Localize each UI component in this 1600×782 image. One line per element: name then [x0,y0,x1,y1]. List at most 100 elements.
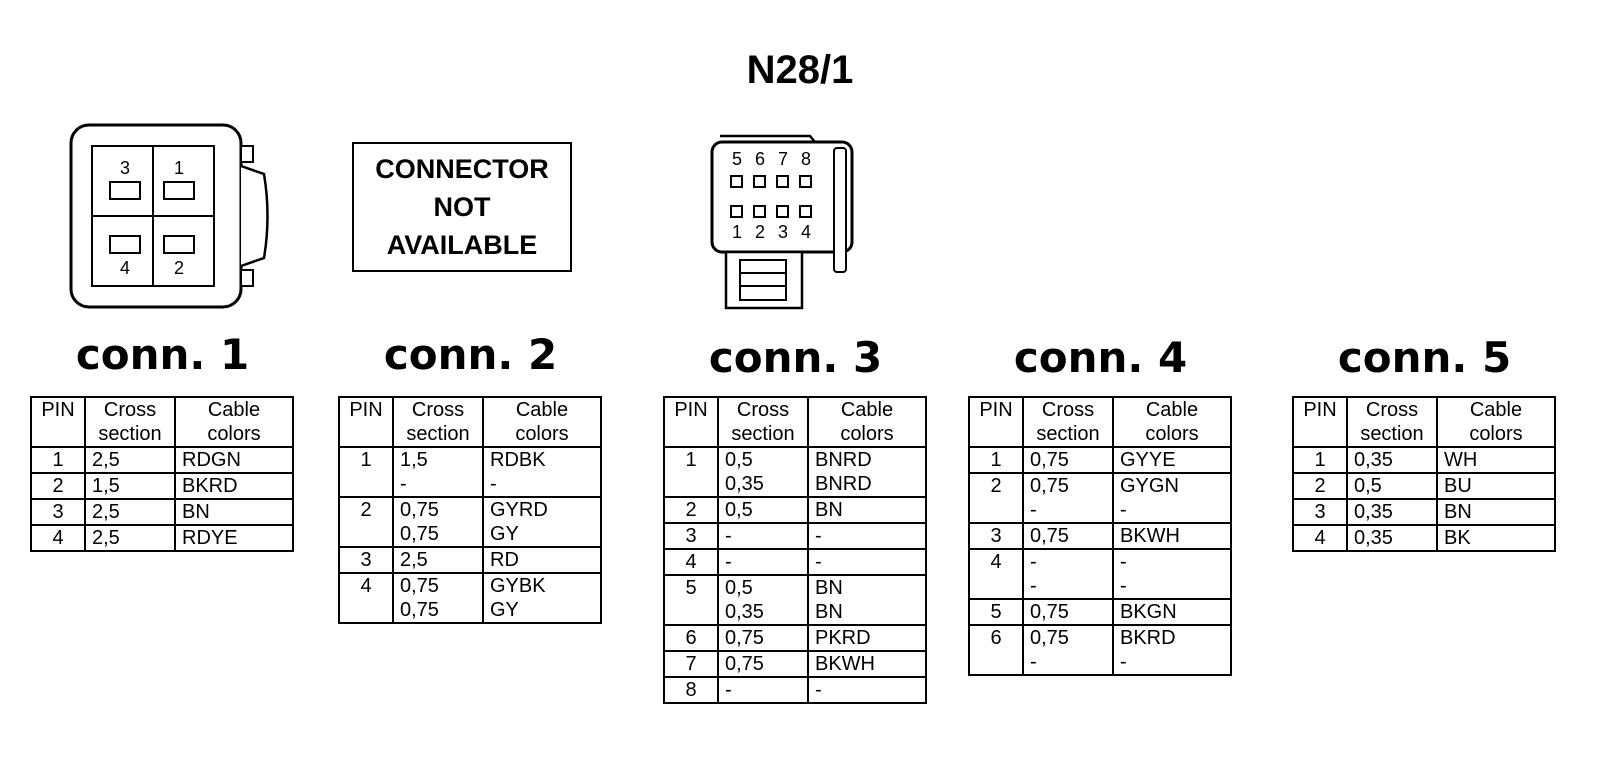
pin-number-cell: 6 [968,625,1024,676]
conn3-pin-label: 3 [778,222,788,242]
header-pin: PIN [663,396,719,448]
connector-heading: conn. 5 [1337,333,1512,382]
cable-color-value: RDYE [182,527,238,549]
header-colors-line: Cable [515,399,569,421]
cable-color-cell: - [807,549,927,576]
cable-color-cell: GYGN- [1112,473,1232,524]
cable-color-value: - [1120,551,1127,573]
pin-number-cell: 3 [663,523,719,550]
table-row: 2 0,75 -GYGN- [968,473,1232,524]
cable-color-value: BK [1444,527,1471,549]
cable-color-value: BU [1444,475,1472,497]
cross-section-cell: 2,5 [84,499,176,526]
cable-color-cell: BK [1436,525,1556,552]
table-row: 4 2,5 RDYE [30,525,294,552]
cable-color-value: GYYE [1120,449,1176,471]
cross-section-value: 0,75 [400,599,439,621]
header-cross-line: Cross [1041,399,1095,421]
cable-color-value: BKWH [1120,525,1180,547]
cable-color-cell: PKRD [807,625,927,652]
header-colors-line: colors [1469,423,1523,445]
cable-color-value: - [1120,575,1127,597]
cable-color-value: GYBK [490,575,546,597]
conn3-pin-label: 8 [801,149,811,169]
cable-color-value: - [815,525,822,547]
pin-number-cell: 2 [663,497,719,524]
header-cross-line: section [731,423,795,445]
cable-color-value: - [1120,651,1127,673]
cross-section-value: 2,5 [92,449,120,471]
cable-color-value: BNRD [815,449,872,471]
conn1-pin-label: 4 [120,258,130,278]
cable-color-value: BNRD [815,473,872,495]
cable-color-value: RDGN [182,449,241,471]
cross-section-cell: - [717,677,809,704]
pin-number: 2 [990,475,1002,497]
cross-section-value: 0,35 [1354,527,1393,549]
pin-number-cell: 3 [338,547,394,574]
cable-color-value: - [1120,499,1127,521]
pin-number: 4 [52,527,64,549]
cross-section-value: 0,75 [1030,475,1069,497]
cross-section-value: - [725,551,732,573]
cross-section-value: 0,75 [1030,525,1069,547]
cable-color-cell: - [807,677,927,704]
cable-color-cell: -- [1112,549,1232,600]
cable-color-cell: BN [174,499,294,526]
cross-section-value: - [1030,575,1037,597]
cross-section-value: 0,75 [725,627,764,649]
na-line: NOT [433,192,491,222]
diagram-title: N28/1 [746,48,854,92]
cable-color-value: GY [490,523,519,545]
pin-number-cell: 5 [968,599,1024,626]
pin-number: 5 [685,577,697,599]
pin-number-cell: 2 [968,473,1024,524]
cable-color-value: BN [182,501,210,523]
pin-number: 3 [360,549,372,571]
cable-color-value: RDBK [490,449,546,471]
pin-number-cell: 1 [663,447,719,498]
header-colors-line: colors [1145,423,1199,445]
cross-section-value: - [725,679,732,701]
pin-number-cell: 4 [663,549,719,576]
cross-section-value: - [725,525,732,547]
cross-section-value: 0,75 [1030,449,1069,471]
header-pin: PIN [338,396,394,448]
pin-number-cell: 3 [1292,499,1348,526]
pin-number-cell: 5 [663,575,719,626]
header-cross-line: Cross [1365,399,1419,421]
cross-section-value: 0,35 [725,473,764,495]
cross-section-cell: - [717,549,809,576]
cross-section-value: 0,35 [1354,501,1393,523]
header-cross-line: section [1360,423,1424,445]
cross-section-value: - [1030,651,1037,673]
conn3-pin-label: 2 [755,222,765,242]
cross-section-cell: 2,5 [84,525,176,552]
header-pin: PIN [1292,396,1348,448]
cross-section-value: 0,75 [400,575,439,597]
cable-color-value: PKRD [815,627,871,649]
pin-number: 6 [685,627,697,649]
